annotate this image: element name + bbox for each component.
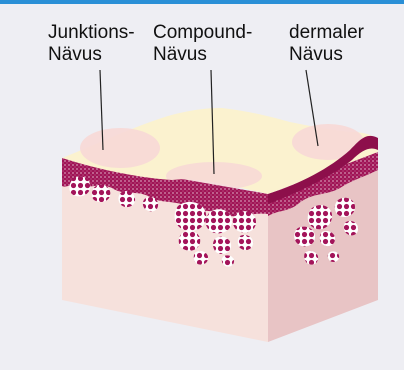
- label-dermaler-navus: dermaler Nävus: [289, 22, 364, 66]
- label-dermal-line2: Nävus: [289, 44, 343, 65]
- label-compound-navus: Compound- Nävus: [153, 22, 252, 66]
- label-junktions-line1: Junktions-: [48, 22, 135, 43]
- label-compound-line1: Compound-: [153, 22, 252, 43]
- label-junktions-line2: Nävus: [48, 44, 102, 65]
- label-junktions-navus: Junktions- Nävus: [48, 22, 135, 66]
- junctional-zone: [80, 128, 160, 168]
- label-compound-line2: Nävus: [153, 44, 207, 65]
- label-dermal-line1: dermaler: [289, 22, 364, 43]
